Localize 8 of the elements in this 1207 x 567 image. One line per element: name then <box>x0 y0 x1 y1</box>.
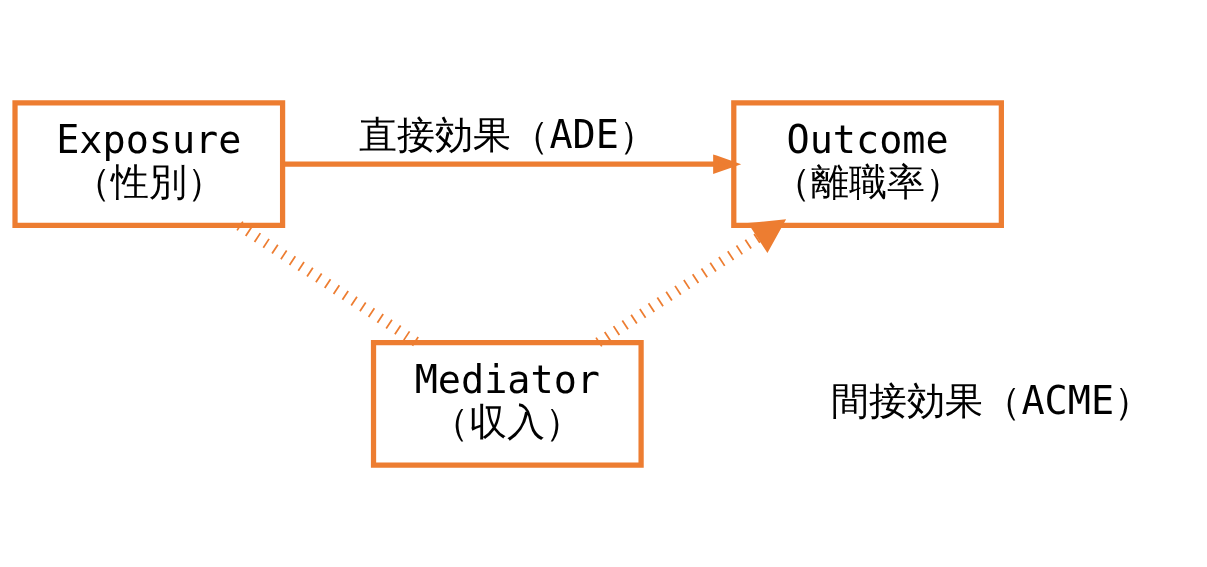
arrow <box>595 218 787 347</box>
node-box: Exposure （性別） <box>12 99 286 228</box>
edge-label: 直接効果（ADE） <box>359 111 657 157</box>
node-box: Outcome （離職率） <box>731 99 1004 228</box>
label: 間接効果（ACME） <box>831 377 1153 423</box>
arrow <box>283 153 742 174</box>
connector <box>236 220 420 347</box>
node-box: Mediator （収入） <box>370 339 644 468</box>
